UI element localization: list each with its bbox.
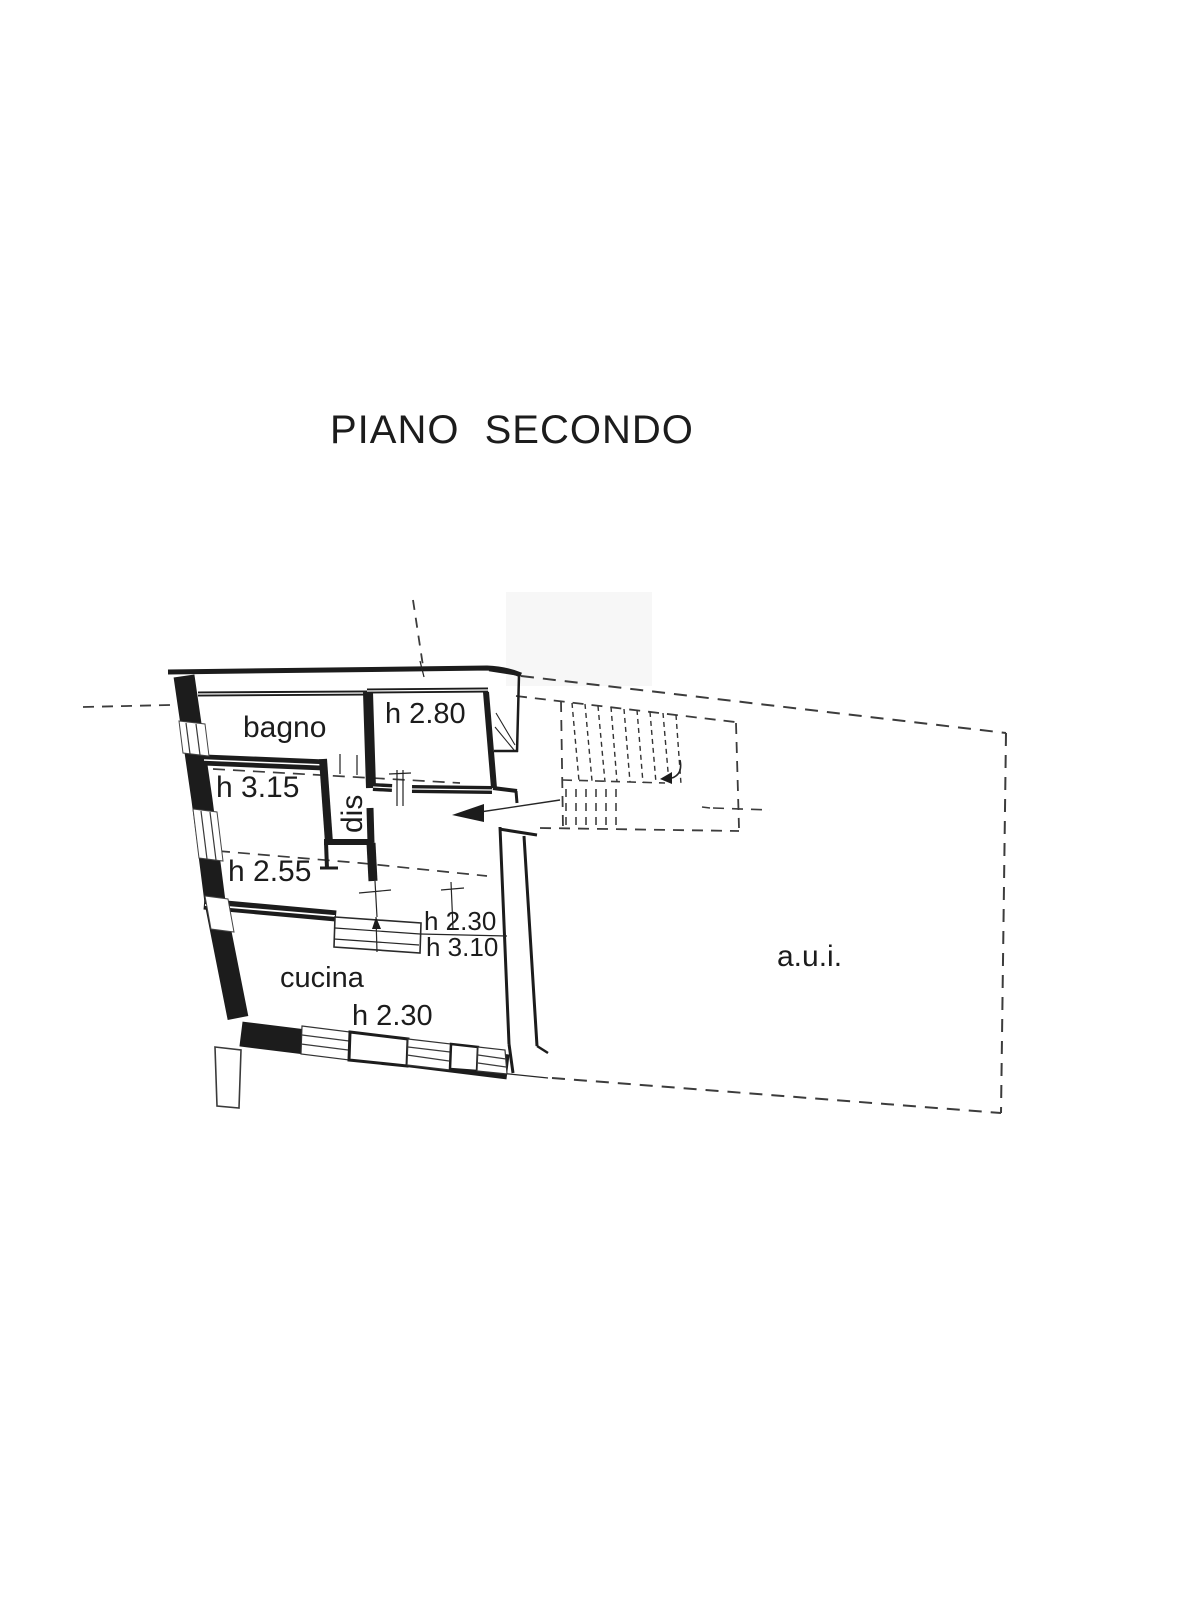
page-title: PIANO SECONDO xyxy=(330,408,694,452)
scan-shade-artifact xyxy=(506,592,652,686)
door-bottom xyxy=(347,1030,410,1068)
wall-cavity-hatch xyxy=(494,712,516,751)
label-h230-lower: h 2.30 xyxy=(352,1000,433,1032)
wall-stub-bottom-left xyxy=(214,1046,242,1109)
wall-right-inner xyxy=(483,691,497,789)
height-label-divider xyxy=(419,933,508,937)
step-direction-triangle-icon xyxy=(372,917,381,929)
interior-walls xyxy=(197,687,493,922)
ceiling-zone-line-lower xyxy=(217,850,488,877)
window-bottom-1 xyxy=(300,1025,351,1061)
door-ticks xyxy=(339,660,425,806)
window-bottom-2 xyxy=(406,1038,452,1071)
label-h315: h 3.15 xyxy=(216,771,299,804)
aui-boundary-right xyxy=(1000,732,1007,1114)
ceiling-zone-line-upper xyxy=(212,768,461,784)
aui-boundary-bottom xyxy=(551,1077,1002,1114)
wall-dis-left xyxy=(319,758,333,844)
window-left-3 xyxy=(204,895,235,933)
aui-boundary-top xyxy=(520,675,1007,734)
label-dis: dis xyxy=(336,795,369,833)
windows xyxy=(178,720,508,1109)
stair-treads-lower xyxy=(565,789,617,827)
label-h310: h 3.10 xyxy=(426,932,498,962)
stair-treads-upper xyxy=(571,702,682,785)
entrance-arrow-icon xyxy=(452,799,561,822)
dashed-boundaries xyxy=(82,599,1007,1114)
label-h280: h 2.80 xyxy=(385,698,466,730)
stair-direction-arrow-icon xyxy=(660,759,682,784)
wall-right-outer xyxy=(488,668,522,753)
pier-bottom xyxy=(448,1042,480,1073)
label-cucina: cucina xyxy=(280,962,365,994)
label-h230-upper: h 2.30 xyxy=(424,906,496,936)
label-bagno: bagno xyxy=(243,711,326,744)
window-left-2 xyxy=(192,808,224,862)
window-bottom-3 xyxy=(476,1046,508,1075)
room-labels: bagno h 2.80 h 3.15 dis h 2.55 h 2.30 h … xyxy=(216,698,842,1032)
window-left-1 xyxy=(178,720,210,757)
interior-steps xyxy=(333,880,508,954)
wall-bagno-camera xyxy=(363,691,376,789)
label-aui: a.u.i. xyxy=(777,940,842,973)
label-h255: h 2.55 xyxy=(228,855,311,888)
stairwell xyxy=(515,695,771,832)
